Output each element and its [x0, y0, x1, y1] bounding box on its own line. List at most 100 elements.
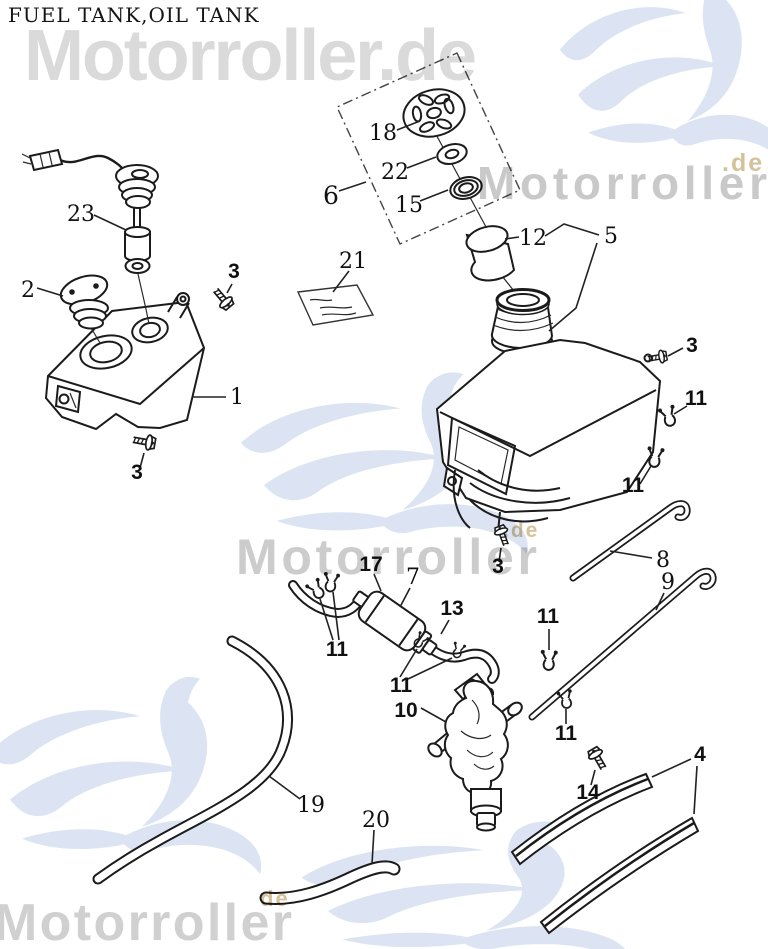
bolt-3-fuel-tank-side — [646, 348, 669, 366]
leader-line — [93, 214, 127, 231]
callout-4: 4 — [651, 743, 706, 815]
callout-17: 17 — [359, 553, 383, 592]
scooter-watermark-bottom-left — [0, 676, 262, 875]
watermark-mid-right-suffix: .de — [722, 149, 764, 177]
leader-line — [667, 347, 684, 357]
callout-5: 5 — [544, 223, 618, 332]
fuel-cap — [402, 88, 466, 138]
callout-11-hose17: 11 — [319, 591, 348, 661]
part-number: 3 — [492, 555, 504, 578]
part-number: 17 — [359, 553, 382, 576]
leader-line — [319, 598, 334, 641]
hose-17 — [288, 580, 365, 619]
callout-10: 10 — [394, 699, 447, 723]
callout-11-center: 11 — [537, 605, 560, 650]
clip-right-upper — [656, 403, 681, 430]
leader-line — [419, 189, 449, 202]
bolt-3-oil-tank-top — [209, 284, 237, 313]
leader-line — [655, 592, 665, 611]
watermark-bottom-suffix: de — [260, 886, 290, 911]
part-number: 10 — [394, 699, 417, 722]
leader-line — [639, 465, 652, 485]
part-number: 14 — [576, 781, 600, 804]
cap-gasket — [449, 176, 483, 200]
callout-11-filter: 11 — [390, 648, 453, 697]
part-number: 8 — [656, 548, 670, 573]
part-number: 3 — [686, 334, 698, 357]
watermark-text-layer: Motorroller.de Motorroller .de Motorroll… — [0, 16, 768, 949]
bolt-3-oil-tank-bottom — [131, 431, 158, 452]
leader-line — [36, 287, 64, 297]
pipe-9 — [528, 567, 717, 721]
callout-7: 7 — [399, 565, 420, 608]
callout-11-right-lower: 11 — [622, 465, 652, 497]
part-number: 13 — [440, 597, 463, 620]
callout-18: 18 — [369, 120, 421, 146]
filler-sleeve — [465, 225, 516, 282]
callout-3-oil-tank-bottom: 3 — [131, 452, 145, 484]
leader-line — [498, 547, 502, 563]
callout-21: 21 — [332, 249, 367, 293]
leader-line — [396, 120, 421, 131]
clip-center — [538, 648, 559, 672]
callout-11-right-upper: 11 — [673, 387, 708, 415]
leader-line — [407, 657, 453, 680]
part-number: 12 — [519, 226, 547, 251]
leader-line — [673, 405, 688, 415]
oil-level-sensor — [21, 148, 159, 325]
watermark-mid-right: Motorroller — [477, 157, 768, 209]
leader-line — [332, 270, 350, 293]
part-number: 19 — [297, 793, 325, 818]
callout-22: 22 — [381, 156, 437, 185]
page-title: FUEL TANK,OIL TANK — [8, 3, 260, 27]
part-number: 15 — [395, 193, 423, 218]
petcock — [427, 672, 523, 832]
part-number: 7 — [406, 565, 420, 590]
callout-19: 19 — [268, 775, 325, 818]
leader-line — [226, 283, 233, 294]
scooter-watermark-top-right — [559, 0, 768, 168]
callout-9: 9 — [655, 570, 675, 611]
leader-line — [440, 619, 450, 635]
scooter-watermark-bottom-center — [301, 821, 630, 949]
leader-line — [399, 648, 418, 678]
tank-body — [435, 338, 662, 514]
part-number: 5 — [604, 224, 618, 249]
leader-line — [693, 765, 698, 815]
oil-tank — [44, 292, 206, 431]
part-number: 21 — [339, 249, 367, 274]
fuel-filter — [352, 590, 438, 656]
screw-14 — [585, 744, 611, 773]
watermark-center-suffix: .de — [503, 519, 539, 542]
part-number: 11 — [537, 605, 560, 628]
part-number: 22 — [381, 160, 409, 185]
part-number: 11 — [685, 387, 708, 410]
leader-line — [338, 181, 367, 192]
hose-19 — [92, 635, 294, 885]
part-number: 2 — [21, 278, 35, 303]
callout-6: 6 — [323, 181, 367, 210]
leader-line — [371, 829, 375, 865]
strip-4a — [510, 772, 654, 866]
part-number: 3 — [131, 461, 143, 484]
pipe-8 — [569, 500, 691, 582]
part-number: 6 — [323, 181, 339, 210]
leader-line — [504, 236, 520, 240]
watermark-top: Motorroller.de — [24, 16, 479, 96]
callout-3-oil-tank-top: 3 — [226, 260, 240, 294]
callout-8: 8 — [609, 548, 670, 573]
part-number: 3 — [228, 260, 240, 283]
callout-20: 20 — [362, 808, 390, 865]
leader-line — [544, 223, 600, 237]
part-number: 4 — [694, 743, 706, 766]
callout-23: 23 — [67, 202, 127, 231]
leader-line — [399, 587, 411, 608]
callout-12: 12 — [504, 226, 547, 251]
strip-4b — [539, 816, 700, 935]
callout-2: 2 — [21, 278, 64, 303]
dashed-assembly-box — [336, 52, 521, 245]
leader-line — [609, 550, 653, 559]
wire-connector — [28, 148, 64, 172]
